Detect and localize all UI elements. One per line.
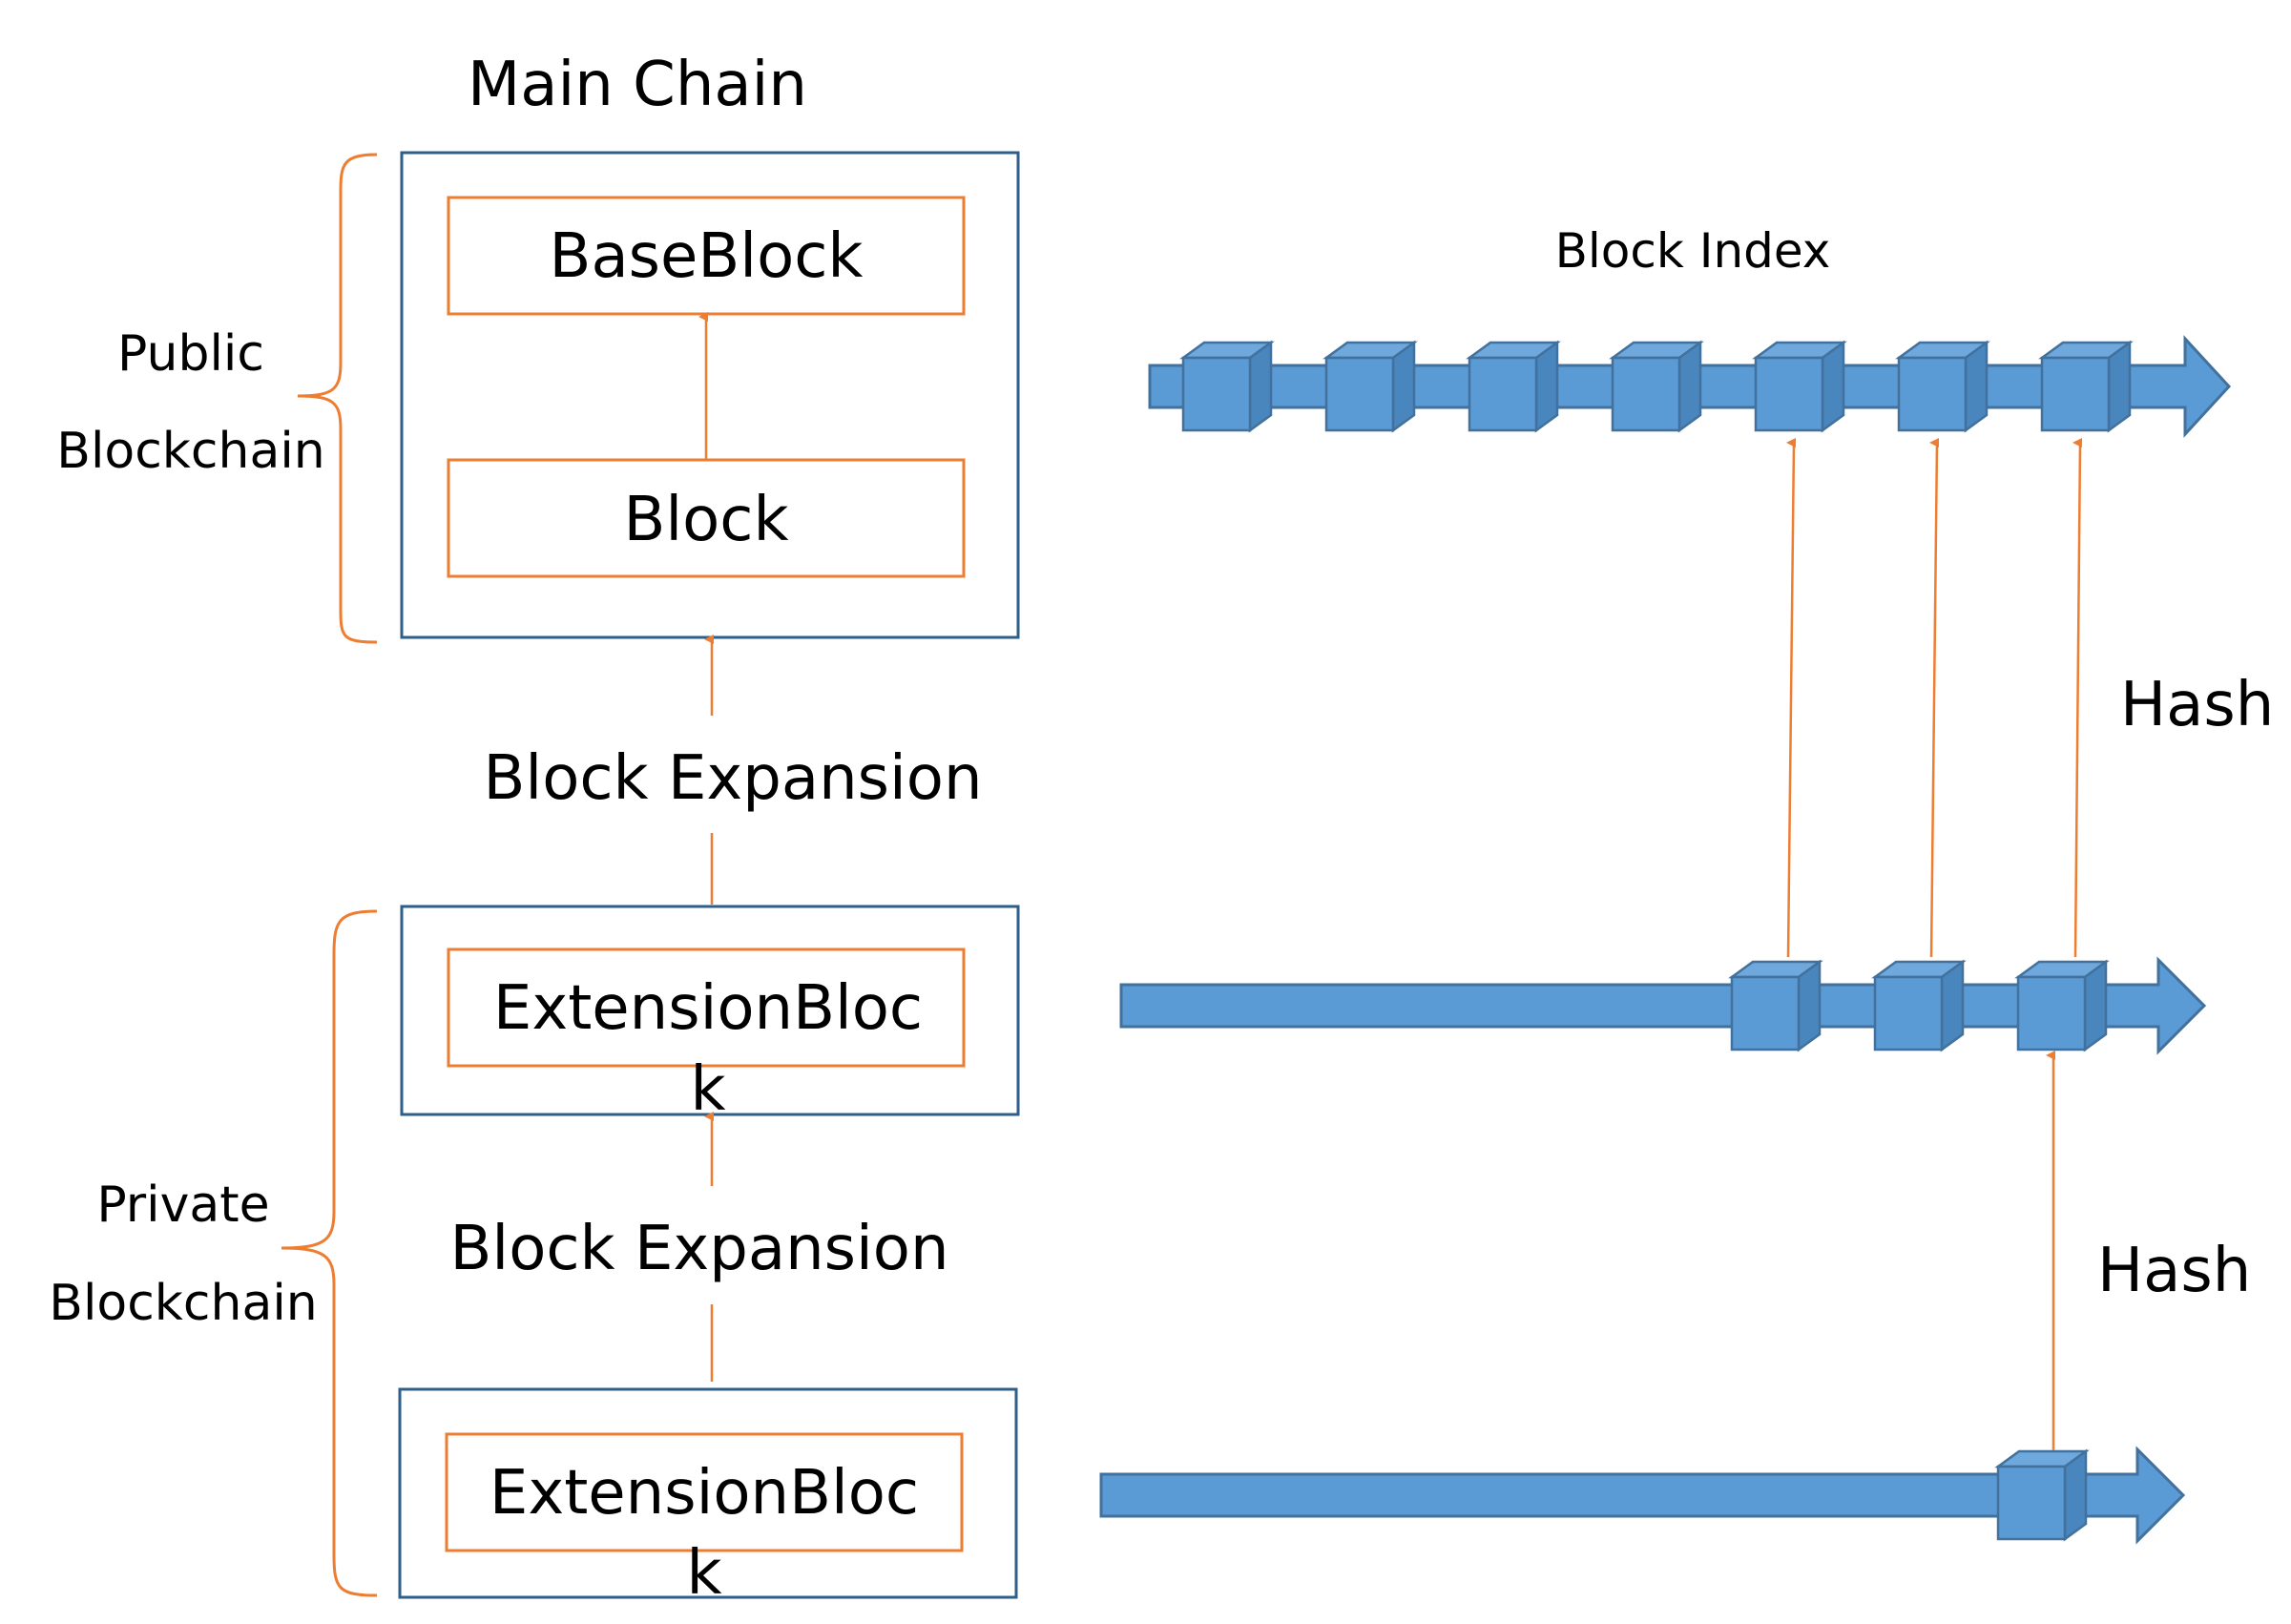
chain-block-cube: [1871, 959, 1967, 1052]
chain-block-cube: [1728, 959, 1823, 1052]
hash-arrow-2: [1929, 438, 1940, 958]
baseblock-label: BaseBlock: [550, 221, 864, 292]
cube-side: [1964, 340, 1989, 433]
chain-block-cube: [2038, 340, 2134, 433]
cube-front: [1897, 356, 1968, 432]
private-chain-2: [1099, 1446, 2186, 1545]
extension-block-label-1-wrap: k: [690, 1054, 725, 1125]
extension-block-label-2-wrap: k: [686, 1538, 721, 1609]
extension-block-label-2: ExtensionBloc: [489, 1458, 919, 1529]
hash-label-1: Hash: [2120, 670, 2274, 740]
block-expansion-label-2: Block Expansion: [450, 1214, 949, 1284]
private-chain-1: [1119, 956, 2207, 1055]
private-label: Private: [96, 1176, 269, 1234]
public-label: Public: [117, 325, 264, 383]
chain-block-cube: [1179, 340, 1275, 433]
cube-front: [1996, 1465, 2067, 1541]
block-label: Block: [623, 485, 788, 555]
extension-block-box-1: ExtensionBloc k: [400, 905, 1020, 1125]
private-chain-1-arrow: [1119, 956, 2207, 1055]
private-chain-2-arrow: [1099, 1446, 2186, 1545]
private-blockchain-label: Blockchain: [49, 1275, 317, 1332]
hash-arrow-3: [2072, 438, 2083, 958]
cube-front: [1611, 356, 1681, 432]
chain-block-cube: [1466, 340, 1561, 433]
public-brace: [297, 153, 378, 644]
extension-block-label-1: ExtensionBloc: [493, 973, 923, 1044]
hash-arrow-1: [1786, 438, 1797, 958]
cube-side: [2083, 959, 2108, 1052]
cube-side: [1940, 959, 1965, 1052]
public-blockchain-label: Blockchain: [56, 423, 324, 480]
cube-front: [1181, 356, 1252, 432]
cube-front: [1873, 975, 1944, 1051]
cube-front: [1730, 975, 1801, 1051]
cube-side: [1534, 340, 1559, 433]
cube-front: [1468, 356, 1538, 432]
cube-side: [1677, 340, 1702, 433]
private-brace: [281, 909, 378, 1597]
cube-front: [1324, 356, 1395, 432]
extension-block-box-2: ExtensionBloc k: [398, 1387, 1018, 1609]
chain-block-cube: [1994, 1448, 2090, 1542]
main-chain-title: Main Chain: [468, 50, 807, 120]
cube-side: [1391, 340, 1416, 433]
cube-front: [2040, 356, 2111, 432]
hash-label-2: Hash: [2097, 1236, 2251, 1306]
block-index-chain: [1148, 335, 2232, 438]
chains-layer: [1099, 335, 2232, 1545]
cube-front: [2016, 975, 2087, 1051]
cube-side: [1821, 340, 1845, 433]
main-chain-box: BaseBlock Block: [400, 151, 1020, 639]
chain-block-cube: [2014, 959, 2110, 1052]
block-expansion-label-1: Block Expansion: [484, 743, 983, 814]
cube-side: [2063, 1448, 2088, 1542]
chain-block-cube: [1609, 340, 1704, 433]
cube-front: [1754, 356, 1824, 432]
cube-side: [2107, 340, 2132, 433]
cube-side: [1797, 959, 1822, 1052]
cube-side: [1248, 340, 1273, 433]
chain-block-cube: [1752, 340, 1847, 433]
chain-block-cube: [1895, 340, 1990, 433]
chain-block-cube: [1323, 340, 1418, 433]
block-index-label: Block Index: [1555, 223, 1831, 279]
